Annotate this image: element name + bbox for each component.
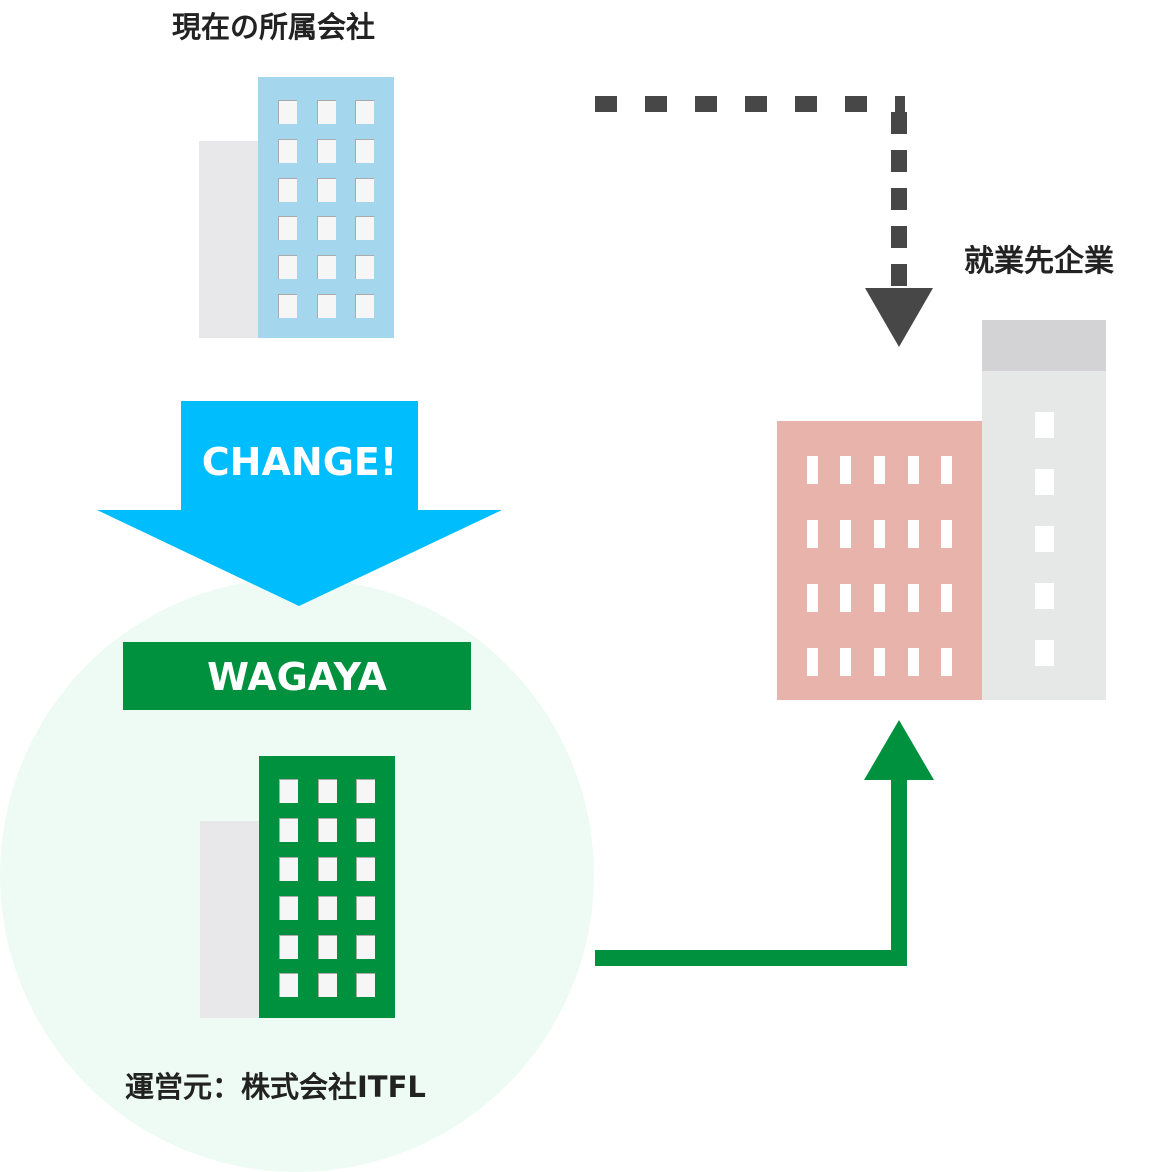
window xyxy=(357,974,375,997)
window xyxy=(280,974,298,997)
wagaya-label: WAGAYA xyxy=(207,655,387,699)
green-arrow xyxy=(595,720,934,966)
current-company-label: 現在の所属会社 xyxy=(172,10,376,44)
wagaya-banner xyxy=(123,642,471,710)
change-label: CHANGE! xyxy=(201,440,398,484)
window xyxy=(874,584,885,612)
window xyxy=(908,456,919,484)
window xyxy=(840,520,851,548)
window xyxy=(280,819,298,842)
window xyxy=(356,140,374,163)
window xyxy=(318,179,336,202)
window xyxy=(279,256,297,279)
window xyxy=(807,648,818,676)
window xyxy=(356,256,374,279)
window xyxy=(941,520,952,548)
window xyxy=(357,936,375,959)
window xyxy=(319,897,337,920)
window xyxy=(840,584,851,612)
wagaya-building xyxy=(200,756,395,1018)
window xyxy=(319,819,337,842)
side-building xyxy=(200,821,259,1018)
operator-label: 運営元：株式会社ITFL xyxy=(125,1070,426,1104)
window xyxy=(908,520,919,548)
window xyxy=(840,648,851,676)
window xyxy=(874,456,885,484)
window xyxy=(319,936,337,959)
window xyxy=(840,456,851,484)
window xyxy=(280,858,298,881)
window xyxy=(807,584,818,612)
window xyxy=(356,101,374,124)
window xyxy=(1035,640,1054,666)
window xyxy=(941,456,952,484)
window xyxy=(280,897,298,920)
window xyxy=(279,101,297,124)
window xyxy=(279,140,297,163)
window xyxy=(318,140,336,163)
window xyxy=(319,974,337,997)
window xyxy=(279,217,297,240)
window xyxy=(318,101,336,124)
window xyxy=(941,648,952,676)
window xyxy=(874,520,885,548)
change-arrow xyxy=(97,401,502,606)
window xyxy=(279,295,297,318)
window xyxy=(356,179,374,202)
window xyxy=(357,819,375,842)
window xyxy=(1035,526,1054,552)
window xyxy=(1035,469,1054,495)
side-building xyxy=(199,141,258,338)
window xyxy=(280,780,298,803)
window xyxy=(357,858,375,881)
window xyxy=(1035,412,1054,438)
window xyxy=(318,256,336,279)
client-company-label: 就業先企業 xyxy=(964,244,1114,279)
window xyxy=(908,648,919,676)
window xyxy=(357,780,375,803)
window xyxy=(318,295,336,318)
client-company-building xyxy=(777,320,1106,700)
window xyxy=(807,456,818,484)
window xyxy=(807,520,818,548)
window xyxy=(318,217,336,240)
window xyxy=(319,858,337,881)
gray-building xyxy=(982,320,1106,700)
window xyxy=(908,584,919,612)
window xyxy=(280,936,298,959)
window xyxy=(356,295,374,318)
window xyxy=(319,780,337,803)
dashed-arrow xyxy=(595,96,933,347)
window xyxy=(1035,583,1054,609)
gray-building-roof xyxy=(982,320,1106,371)
window xyxy=(279,179,297,202)
current-company-building xyxy=(199,77,394,338)
window xyxy=(356,217,374,240)
window xyxy=(357,897,375,920)
window xyxy=(941,584,952,612)
window xyxy=(874,648,885,676)
